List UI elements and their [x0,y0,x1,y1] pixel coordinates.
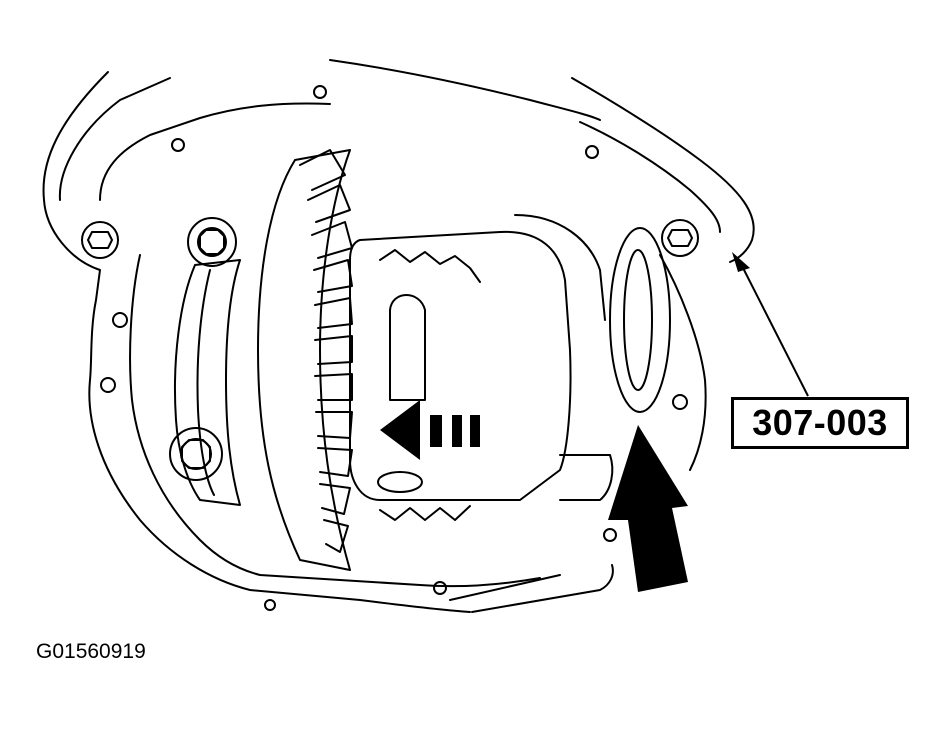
pinion-pocket [377,471,423,493]
left-cap-inner [196,269,215,496]
bolt-hole [171,138,185,152]
cover-inner-edge [129,254,541,588]
housing-flange-inner [58,77,171,201]
housing-flange-outline [42,71,471,613]
left-bearing-cap [173,259,241,506]
ring-gear-body [257,149,351,571]
bolt-hole [313,85,327,99]
direction-arrow-left [380,400,480,460]
bolt-hole [264,599,276,611]
bolt-hole [603,528,617,542]
spreader-tool-bar-lower [449,574,561,601]
housing-upper-right-lobe [579,121,721,233]
housing-upper-left-lobe [99,102,331,201]
cap-bolt-lower [169,427,223,481]
side-gear-teeth [379,249,481,283]
ring-gear-teeth [299,149,353,553]
tool-number-label: 307-003 [731,397,909,449]
corner-bolt-right [661,219,699,257]
bolt-hole [112,312,128,328]
bolt-hole [100,377,116,393]
housing-flange-outline-right [571,77,755,263]
corner-bolt-left [81,221,119,259]
direction-arrow-up [608,425,688,592]
pinion-shaft-window [389,294,426,401]
callout-leader-arrowhead [732,252,750,272]
bolt-hole [585,145,599,159]
carrier-housing [349,230,572,501]
callout-leader [739,261,809,397]
carrier-boss-lower [559,454,614,501]
housing-top-edge [329,59,601,121]
cover-inner-edge-right [659,254,707,471]
differential-shim [609,227,671,413]
figure-id-label: G01560919 [36,640,146,663]
cap-bolt-upper [187,217,237,267]
spreader-tool-bar [471,564,614,613]
side-gear-lower-teeth [379,505,471,521]
bolt-hole [433,581,447,595]
bolt-hole [672,394,688,410]
carrier-boss [514,214,606,321]
